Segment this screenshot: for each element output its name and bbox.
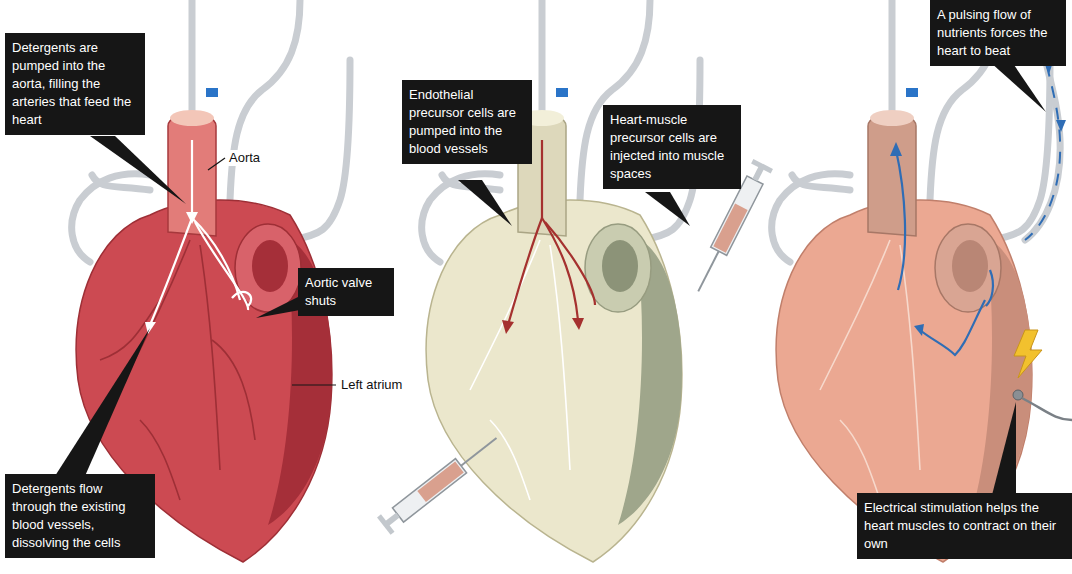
aorta (168, 114, 216, 236)
callout-box: Electrical stimulation helps the heart m… (857, 493, 1072, 559)
heart-recellularised (377, 0, 773, 562)
callout-box: Detergents flow through the existing blo… (5, 474, 155, 558)
callout-box: Heart-muscle precursor cells are injecte… (603, 105, 741, 189)
atrium-opening (602, 240, 638, 292)
vessels (470, 240, 570, 500)
flow-arrows (508, 140, 595, 325)
valve-clip (206, 88, 218, 97)
valve-clip (556, 88, 568, 97)
heart-body (426, 200, 682, 562)
atrium-opening (252, 240, 288, 292)
callout-text: Electrical stimulation helps the heart m… (864, 499, 1065, 553)
arrow-heads (1043, 60, 1066, 132)
arrow-heads (502, 318, 584, 334)
aorta-cap (170, 110, 214, 126)
callout-text: Heart-muscle precursor cells are injecte… (610, 111, 734, 183)
atrium-lobe (935, 224, 1001, 312)
heart-beating (772, 0, 1072, 562)
part-label: Aorta (227, 150, 262, 166)
callout-box: Endothelial precursor cells are pumped i… (402, 80, 532, 164)
vessels (820, 240, 920, 500)
arrow-heads (145, 212, 198, 334)
aorta-cap (870, 110, 914, 126)
callout-box: Detergents are pumped into the aorta, fi… (5, 33, 145, 135)
flow-arrows (896, 150, 993, 355)
atrium-opening (952, 240, 988, 292)
callout-box: A pulsing flow of nutrients forces the h… (930, 0, 1066, 66)
callout-box: Aortic valve shuts (298, 268, 394, 316)
part-label: Left atrium (339, 377, 404, 393)
valve-clip (906, 88, 918, 97)
callout-text: Detergents flow through the existing blo… (12, 480, 148, 552)
callout-text: Detergents are pumped into the aorta, fi… (12, 39, 138, 129)
callout-text: A pulsing flow of nutrients forces the h… (937, 6, 1059, 60)
aorta (868, 114, 916, 236)
leader-pointers (55, 62, 1046, 495)
arrow-heads (890, 142, 924, 336)
electrode (1013, 390, 1023, 400)
electrode-wire (1022, 398, 1072, 420)
callout-text: Aortic valve shuts (305, 274, 387, 310)
callout-text: Endothelial precursor cells are pumped i… (409, 86, 525, 158)
lightning-symbol (1014, 330, 1042, 378)
flow-arrows (150, 140, 251, 325)
syringe (377, 429, 503, 534)
